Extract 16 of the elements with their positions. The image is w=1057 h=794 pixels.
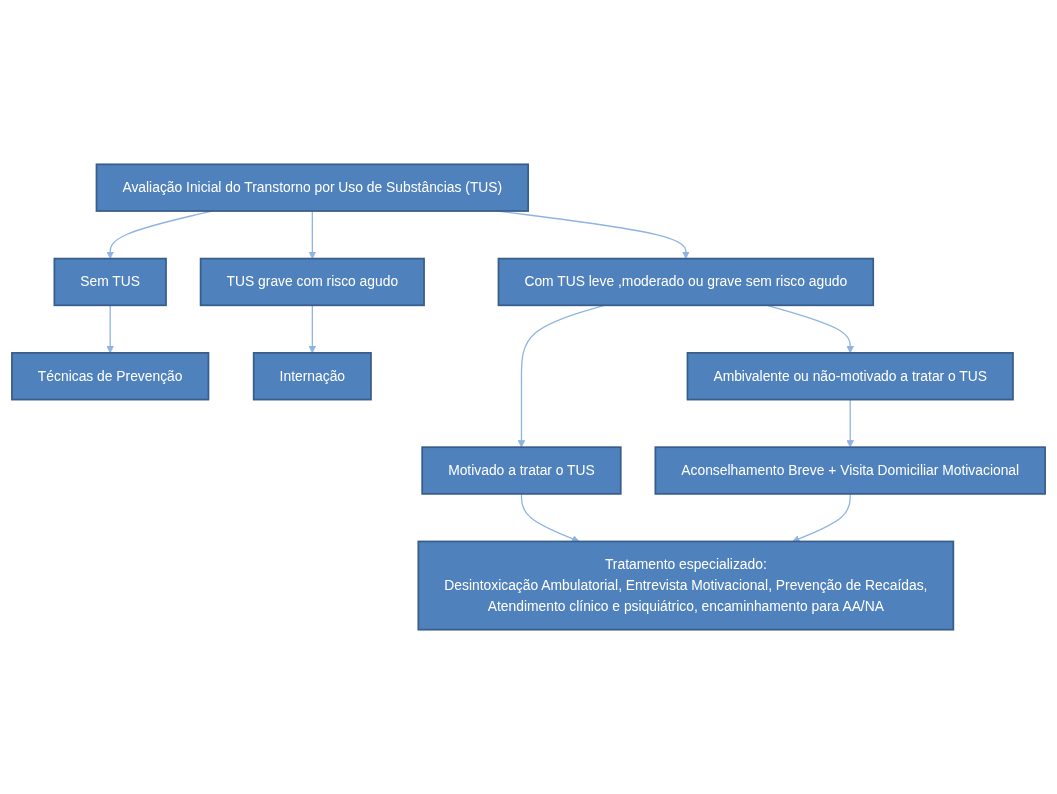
node-box: Sem TUS bbox=[53, 257, 167, 307]
node-box: Ambivalente ou não-motivado a tratar o TUS bbox=[686, 352, 1014, 401]
arrow bbox=[846, 398, 854, 448]
node-box: Aconselhamento Breve + Visita Domiciliar Motivacional bbox=[654, 446, 1046, 495]
arrow bbox=[520, 493, 580, 543]
arrow bbox=[792, 493, 851, 543]
arrow bbox=[308, 304, 317, 354]
node-box: Tratamento especializado: Desintoxicação Ambulatorial, Entrevista Motivacional, Prevenção de Recaídas, Atendimento clínico e psiquiátrico, encaminhamento para AA/NA bbox=[417, 540, 955, 631]
node-box: Com TUS leve ,moderado ou grave sem risco agudo bbox=[497, 257, 875, 307]
node-box: Técnicas de Prevenção bbox=[11, 352, 210, 401]
arrow bbox=[308, 210, 317, 259]
node-box: Motivado a tratar o TUS bbox=[421, 446, 622, 495]
node-box: Internação bbox=[252, 352, 372, 401]
arrow bbox=[106, 304, 114, 354]
node-box: TUS grave com risco agudo bbox=[199, 257, 425, 307]
node-box: Avaliação Inicial do Transtorno por Uso de Substâncias (TUS) bbox=[95, 163, 530, 212]
